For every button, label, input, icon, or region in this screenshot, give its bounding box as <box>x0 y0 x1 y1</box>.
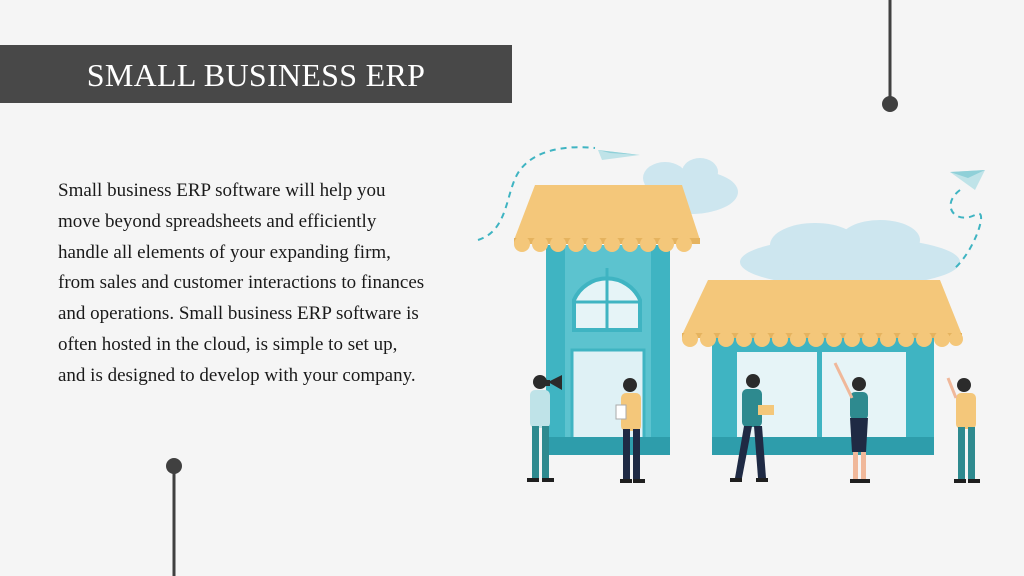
person-with-box <box>730 374 774 482</box>
slide-body-text: Small business ERP software will help yo… <box>58 180 425 386</box>
bottom-left-line-decoration <box>166 458 182 576</box>
paper-plane-icon-right <box>950 170 985 190</box>
cloud-right <box>740 220 960 287</box>
top-right-line-decoration <box>882 0 898 112</box>
person-megaphone <box>527 375 562 482</box>
flight-path-left <box>477 146 596 241</box>
flight-path-right <box>949 189 983 269</box>
megaphone-icon <box>544 375 562 390</box>
title-banner: SMALL BUSINESS ERP <box>0 45 512 103</box>
right-shop <box>682 280 963 455</box>
person-woman-pointing <box>833 362 870 483</box>
person-woman-paper <box>615 378 645 483</box>
paper-plane-icon <box>598 150 640 160</box>
person-man-yellow <box>946 377 980 483</box>
slide-title: SMALL BUSINESS ERP <box>86 57 426 93</box>
storefront-illustration <box>477 146 985 483</box>
